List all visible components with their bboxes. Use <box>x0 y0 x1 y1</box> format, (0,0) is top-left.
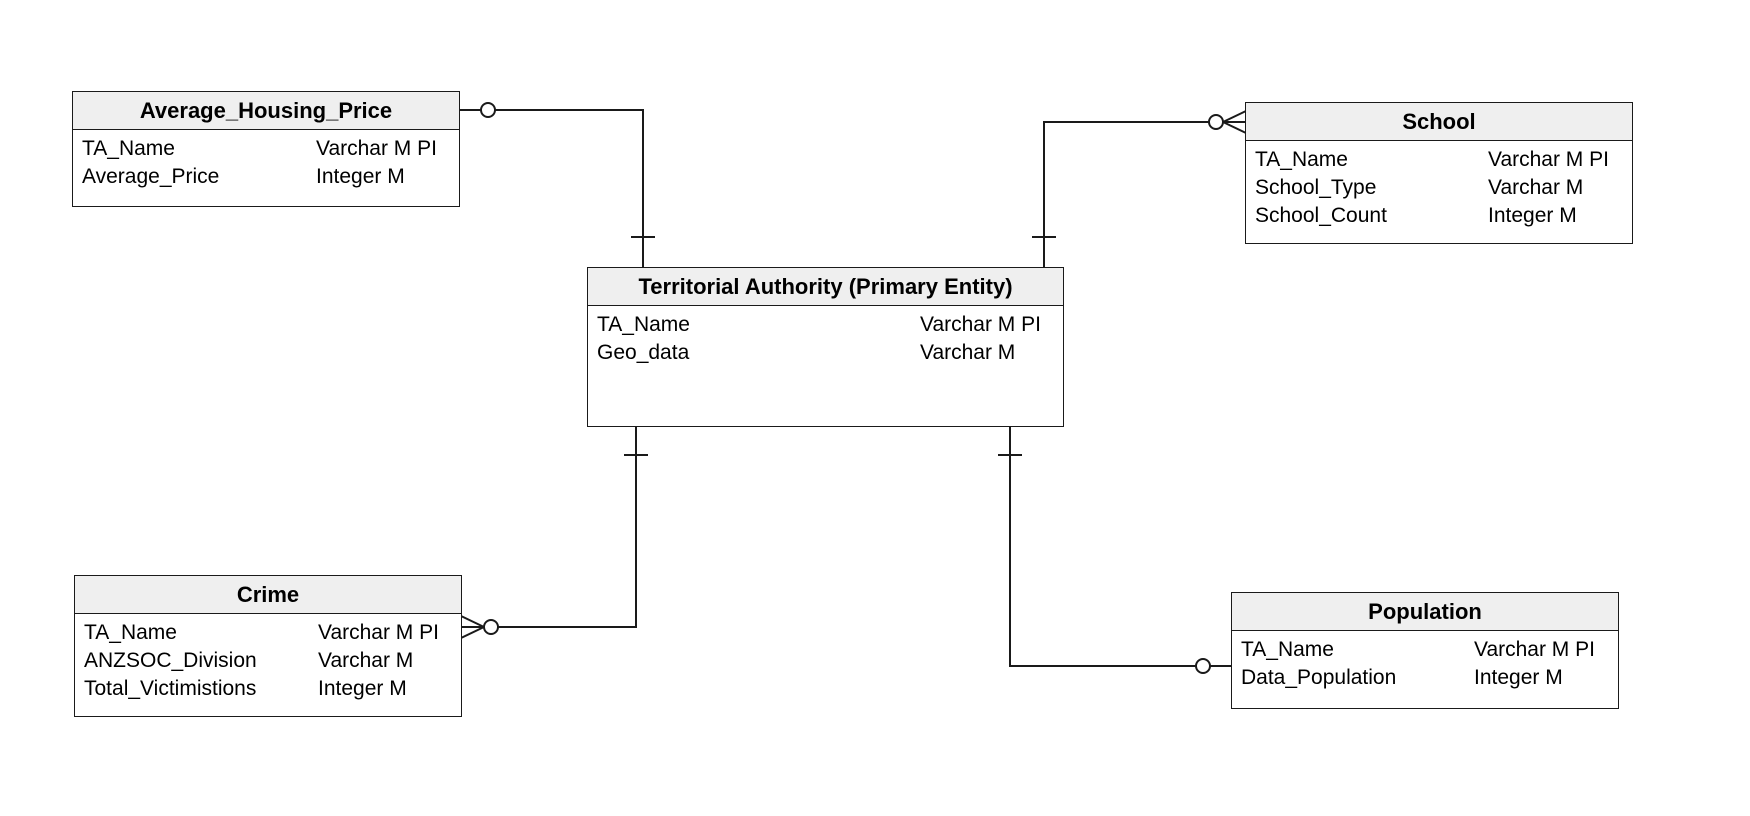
relationship-line <box>461 426 637 628</box>
relationship-territorial-crime <box>460 426 648 639</box>
attribute-type: Varchar M <box>920 341 1016 364</box>
attribute-list: TA_Name Varchar M PI Data_Population Int… <box>1232 631 1618 692</box>
attribute-type: Integer M <box>1474 666 1563 689</box>
relationship-territorial-housing <box>459 102 655 268</box>
attribute-name: TA_Name <box>84 621 177 644</box>
crows-foot-marker <box>460 615 485 639</box>
attribute-row: Average_Price Integer M <box>73 163 459 191</box>
relationship-line <box>459 109 644 268</box>
attribute-row: TA_Name Varchar M PI <box>1246 146 1632 174</box>
attribute-row: TA_Name Varchar M PI <box>75 619 461 647</box>
entity-title: Average_Housing_Price <box>73 92 459 130</box>
entity-population: Population TA_Name Varchar M PI Data_Pop… <box>1231 592 1619 709</box>
attribute-row: School_Type Varchar M <box>1246 174 1632 202</box>
attribute-name: School_Type <box>1255 176 1377 199</box>
entity-title: School <box>1246 103 1632 141</box>
attribute-type: Varchar M <box>1488 176 1584 199</box>
crows-foot-marker <box>1222 110 1247 134</box>
attribute-name: TA_Name <box>1255 148 1348 171</box>
attribute-row: ANZSOC_Division Varchar M <box>75 647 461 675</box>
attribute-type: Varchar M PI <box>920 313 1041 336</box>
attribute-type: Integer M <box>1488 204 1577 227</box>
attribute-row: TA_Name Varchar M PI <box>1232 636 1618 664</box>
attribute-name: TA_Name <box>597 313 690 336</box>
attribute-name: Geo_data <box>597 341 690 364</box>
attribute-name: Total_Victimistions <box>84 677 257 700</box>
entity-title: Population <box>1232 593 1618 631</box>
relationship-territorial-population <box>998 426 1232 674</box>
relationship-line <box>1043 121 1246 268</box>
attribute-type: Varchar M <box>318 649 414 672</box>
attribute-type: Varchar M PI <box>318 621 439 644</box>
attribute-name: TA_Name <box>1241 638 1334 661</box>
relationship-line <box>1009 426 1232 667</box>
zero-circle-marker <box>483 619 499 635</box>
zero-circle-marker <box>1195 658 1211 674</box>
attribute-type: Varchar M PI <box>1474 638 1595 661</box>
entity-title: Territorial Authority (Primary Entity) <box>588 268 1063 306</box>
entity-average-housing-price: Average_Housing_Price TA_Name Varchar M … <box>72 91 460 207</box>
attribute-row: TA_Name Varchar M PI <box>73 135 459 163</box>
zero-circle-marker <box>1208 114 1224 130</box>
attribute-row: Total_Victimistions Integer M <box>75 675 461 703</box>
attribute-list: TA_Name Varchar M PI ANZSOC_Division Var… <box>75 614 461 703</box>
attribute-type: Varchar M PI <box>1488 148 1609 171</box>
zero-circle-marker <box>480 102 496 118</box>
attribute-name: Average_Price <box>82 165 220 188</box>
attribute-row: TA_Name Varchar M PI <box>588 311 1063 339</box>
attribute-name: Data_Population <box>1241 666 1397 689</box>
attribute-list: TA_Name Varchar M PI School_Type Varchar… <box>1246 141 1632 230</box>
entity-school: School TA_Name Varchar M PI School_Type … <box>1245 102 1633 244</box>
attribute-name: School_Count <box>1255 204 1387 227</box>
attribute-row: School_Count Integer M <box>1246 202 1632 230</box>
attribute-row: Data_Population Integer M <box>1232 664 1618 692</box>
attribute-row: Geo_data Varchar M <box>588 339 1063 367</box>
entity-territorial-authority: Territorial Authority (Primary Entity) T… <box>587 267 1064 427</box>
relationship-territorial-school <box>1032 110 1247 268</box>
attribute-list: TA_Name Varchar M PI Geo_data Varchar M <box>588 306 1063 367</box>
attribute-name: TA_Name <box>82 137 175 160</box>
attribute-type: Varchar M PI <box>316 137 437 160</box>
entity-title: Crime <box>75 576 461 614</box>
attribute-name: ANZSOC_Division <box>84 649 257 672</box>
entity-crime: Crime TA_Name Varchar M PI ANZSOC_Divisi… <box>74 575 462 717</box>
attribute-type: Integer M <box>316 165 405 188</box>
attribute-type: Integer M <box>318 677 407 700</box>
attribute-list: TA_Name Varchar M PI Average_Price Integ… <box>73 130 459 191</box>
